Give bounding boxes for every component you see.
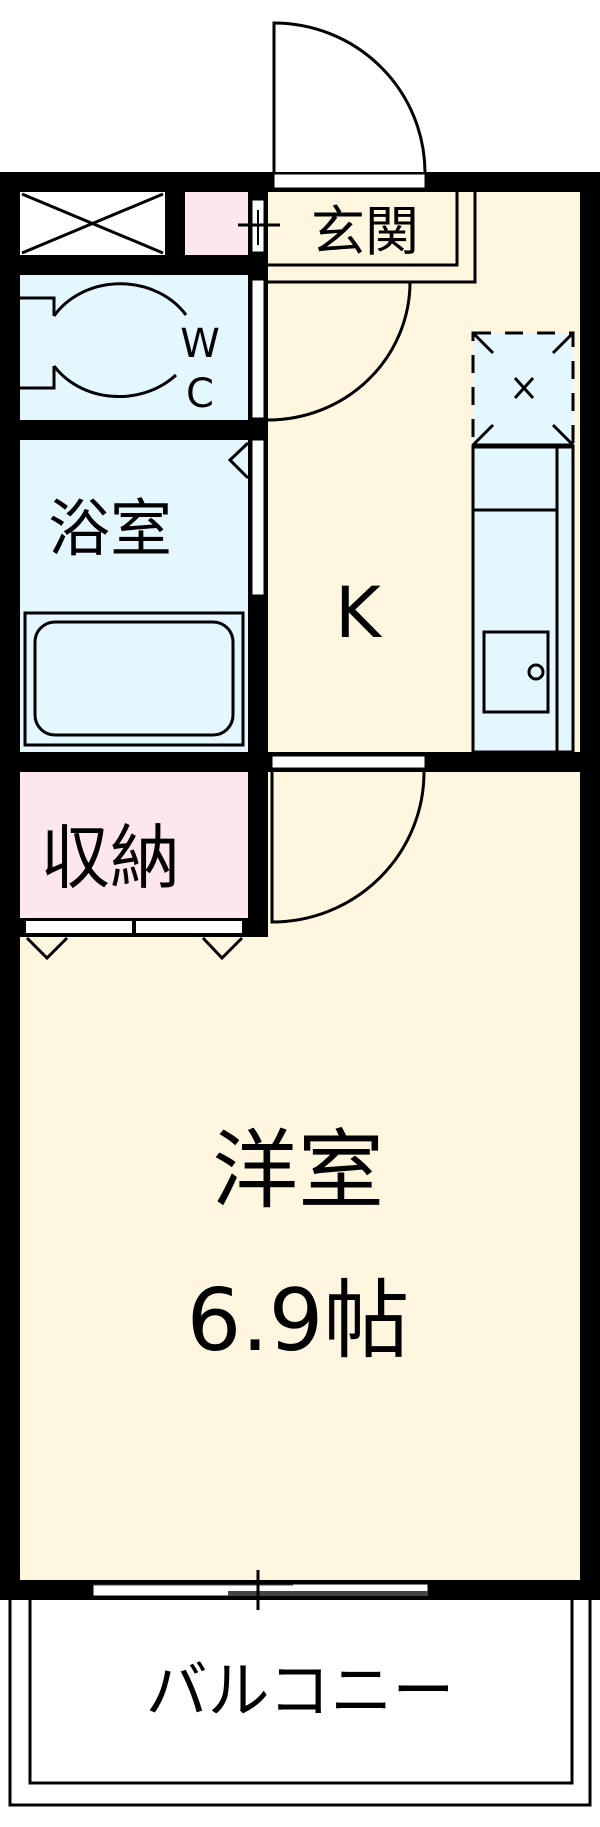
balcony-window-icon	[92, 1570, 429, 1610]
left-wall	[0, 172, 20, 1600]
bathtub-icon	[23, 611, 245, 747]
room-door-icon	[270, 755, 426, 924]
bath-label: 浴室	[48, 492, 172, 565]
wc-label-c: C	[186, 371, 214, 417]
entrance-label: 玄関	[311, 200, 419, 263]
western-room-label: 洋室	[212, 1121, 384, 1221]
western-room-size: 6.9帖	[187, 1271, 410, 1371]
storage-floor	[20, 772, 248, 918]
wc-top-wall	[20, 255, 268, 275]
entrance-threshold	[238, 199, 280, 253]
wc-label-w: W	[180, 321, 220, 367]
bath-door-icon	[227, 439, 265, 596]
room-fills	[20, 192, 580, 1580]
balcony	[8, 1600, 592, 1807]
wc-door-icon	[251, 279, 412, 422]
wc-bath-wall	[20, 420, 268, 440]
box-divider	[165, 192, 185, 255]
bath-floor	[20, 440, 248, 752]
right-wall	[580, 172, 600, 1600]
storage-sliding-door-icon	[20, 918, 268, 961]
entrance-door-icon	[272, 21, 427, 189]
kitchen-label: K	[335, 572, 383, 654]
pipe-shaft	[20, 192, 165, 255]
balcony-label: バルコニー	[146, 1654, 455, 1727]
toilet-icon	[20, 282, 188, 399]
storage-label: 収納	[40, 817, 180, 899]
